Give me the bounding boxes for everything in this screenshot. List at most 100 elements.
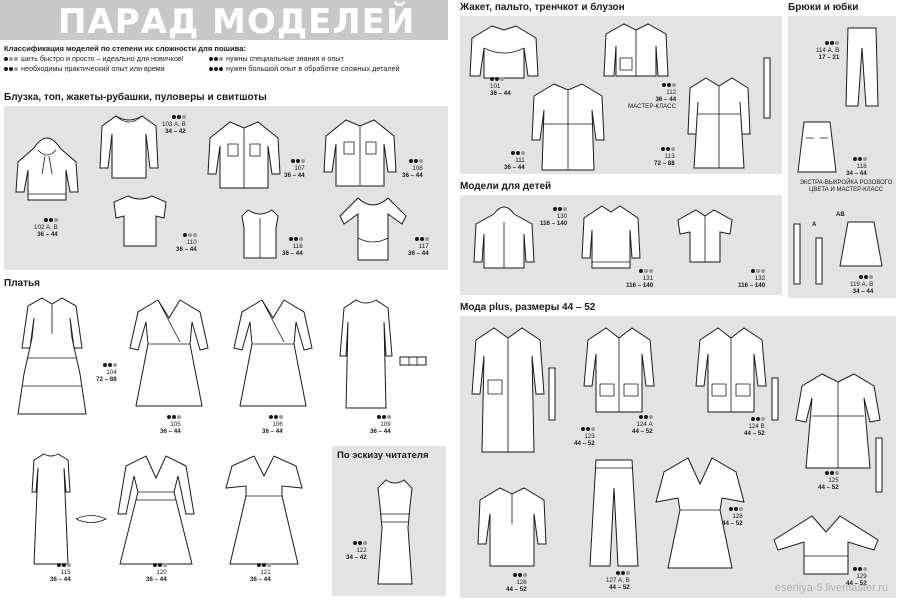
difficulty-dots-icon xyxy=(408,159,423,163)
garment-sketch-top xyxy=(96,112,162,182)
garment-sketch-kids-sweatshirt xyxy=(578,200,644,272)
garment-sketch-kids-coat xyxy=(468,200,540,272)
belt-icon xyxy=(872,436,886,494)
difficulty-dots-icon xyxy=(4,67,18,71)
garment-sketch-blouse xyxy=(108,192,172,250)
garment-sketch-long-coat xyxy=(466,324,550,456)
belt-icon xyxy=(544,366,560,422)
section-title-blouses: Блузка, топ, жакеты-рубашки, пуловеры и … xyxy=(4,92,267,103)
difficulty-dots-icon xyxy=(825,41,840,45)
garment-sketch-flared-skirt xyxy=(836,218,886,270)
belt-icon xyxy=(398,354,428,368)
garment-sketch-sheath-dress xyxy=(28,450,74,568)
watermark: eseniya-5.livemaster.ru xyxy=(774,582,888,594)
difficulty-dots-icon xyxy=(182,233,197,237)
difficulty-dots-icon xyxy=(510,151,525,155)
garment-sketch-wide-trousers xyxy=(586,456,642,570)
garment-sketch-sleeveless-top xyxy=(236,206,284,262)
difficulty-dots-icon xyxy=(56,563,71,567)
difficulty-dots-icon xyxy=(290,159,305,163)
difficulty-dots-icon xyxy=(662,83,677,87)
difficulty-dots-icon xyxy=(512,573,527,577)
garment-sketch-coat xyxy=(528,80,608,174)
legend-level-3: необходимы практический опыт или время xyxy=(21,64,165,73)
garment-sketch-skirt xyxy=(794,118,840,176)
difficulty-dots-icon xyxy=(553,207,568,211)
difficulty-dots-icon xyxy=(376,415,391,419)
garment-sketch-hoodie xyxy=(12,128,82,208)
difficulty-dots-icon xyxy=(288,237,303,241)
garment-sketch-trench-coat xyxy=(684,74,754,172)
legend-level-4: нужен большой опыт в обработке сложных д… xyxy=(226,64,400,73)
garment-sketch-tunic xyxy=(472,484,552,570)
garment-sketch-trench-plus xyxy=(790,368,886,472)
difficulty-dots-icon xyxy=(638,415,653,419)
title-banner: ПАРАД МОДЕЛЕЙ xyxy=(0,0,448,42)
difficulty-dots-icon xyxy=(209,67,223,71)
garment-sketch-shirt-jacket-2 xyxy=(320,114,400,190)
section-title-trousers: Брюки и юбки xyxy=(788,2,859,13)
garment-sketch-double-breasted-jacket-2 xyxy=(690,324,772,416)
section-title-plus: Мода plus, размеры 44 – 52 xyxy=(460,302,596,313)
garment-sketch-double-breasted-jacket xyxy=(578,324,660,416)
garment-sketch-trousers xyxy=(842,24,882,110)
variant-tag-a: А xyxy=(812,222,817,228)
difficulty-dots-icon xyxy=(152,563,167,567)
difficulty-dots-icon xyxy=(4,57,18,61)
legend-level-1: шить быстро и просто – идеально для нови… xyxy=(21,54,184,63)
difficulty-dots-icon xyxy=(209,57,223,61)
section-title-reader: По эскизу читателя xyxy=(337,450,429,461)
garment-sketch-flutter-dress xyxy=(222,452,306,568)
section-title-dresses: Платья xyxy=(4,278,40,289)
difficulty-dots-icon xyxy=(750,417,765,421)
difficulty-dots-icon xyxy=(660,147,675,151)
garment-sketch-shirt-jacket xyxy=(204,116,284,192)
belt-icon xyxy=(790,218,830,290)
legend-level-2: нужны специальные знания и опыт xyxy=(226,54,344,63)
garment-sketch-blouson xyxy=(466,22,542,84)
section-title-kids: Модели для детей xyxy=(460,181,552,192)
garment-sketch-maxi-dress xyxy=(652,454,748,572)
difficulty-dots-icon xyxy=(352,541,367,545)
garment-sketch-wrap-dress xyxy=(124,296,214,410)
garment-sketch-wrap-dress-2 xyxy=(228,296,318,410)
difficulty-dots-icon xyxy=(580,427,595,431)
garment-sketch-kids-shirt xyxy=(674,206,736,266)
difficulty-dots-icon xyxy=(639,269,654,273)
difficulty-dots-icon xyxy=(256,563,271,567)
garment-sketch-tiered-dress xyxy=(10,294,94,418)
difficulty-dots-icon xyxy=(859,275,874,279)
difficulty-dots-icon xyxy=(171,115,186,119)
difficulty-dots-icon xyxy=(490,77,504,81)
garment-sketch-short-jacket xyxy=(600,20,672,82)
belt-icon xyxy=(768,376,782,422)
garment-sketch-belted-dress xyxy=(112,452,200,568)
page-title: ПАРАД МОДЕЛЕЙ xyxy=(58,2,416,42)
difficulty-dots-icon xyxy=(852,567,867,571)
